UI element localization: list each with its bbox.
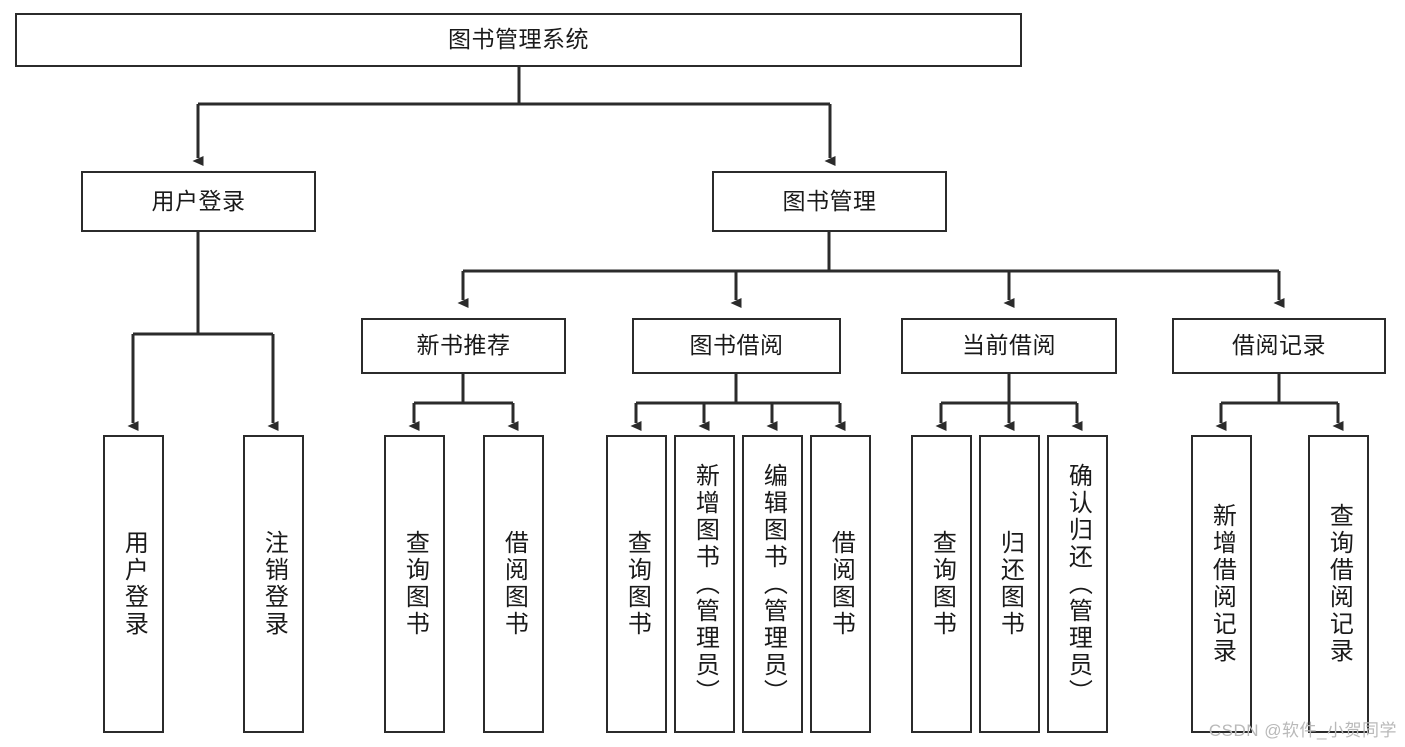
- node-leaf-query-book-1-label: 查询图书: [401, 530, 429, 638]
- node-leaf-query-book-3[interactable]: 查询图书: [911, 435, 972, 733]
- node-leaf-logout[interactable]: 注销登录: [243, 435, 304, 733]
- node-leaf-edit-book-label: 编辑图书（管理员）: [759, 462, 787, 706]
- node-leaf-query-record-label: 查询借阅记录: [1325, 503, 1353, 665]
- node-leaf-query-record[interactable]: 查询借阅记录: [1308, 435, 1369, 733]
- node-root[interactable]: 图书管理系统: [15, 13, 1022, 67]
- node-leaf-add-record-label: 新增借阅记录: [1208, 503, 1236, 665]
- watermark: CSDN @软件_小贺同学: [1208, 721, 1397, 740]
- node-leaf-borrow-book-1[interactable]: 借阅图书: [483, 435, 544, 733]
- node-user-login[interactable]: 用户登录: [81, 171, 316, 232]
- node-root-label: 图书管理系统: [448, 26, 589, 53]
- node-book-borrow-label: 图书借阅: [689, 332, 784, 359]
- node-book-borrow[interactable]: 图书借阅: [632, 318, 841, 374]
- node-leaf-borrow-book-1-label: 借阅图书: [500, 530, 528, 638]
- node-current-borrow-label: 当前借阅: [962, 332, 1056, 359]
- node-new-book-recommend[interactable]: 新书推荐: [361, 318, 566, 374]
- node-leaf-borrow-book-2[interactable]: 借阅图书: [810, 435, 871, 733]
- node-leaf-query-book-2[interactable]: 查询图书: [606, 435, 667, 733]
- node-leaf-query-book-2-label: 查询图书: [623, 530, 651, 638]
- node-leaf-user-login-label: 用户登录: [120, 530, 148, 638]
- node-leaf-logout-label: 注销登录: [260, 530, 288, 638]
- node-leaf-confirm-return-label: 确认归还（管理员）: [1064, 462, 1092, 706]
- node-leaf-user-login[interactable]: 用户登录: [103, 435, 164, 733]
- node-leaf-add-record[interactable]: 新增借阅记录: [1191, 435, 1252, 733]
- node-leaf-add-book[interactable]: 新增图书（管理员）: [674, 435, 735, 733]
- node-borrow-record-label: 借阅记录: [1232, 332, 1326, 359]
- node-book-manage[interactable]: 图书管理: [712, 171, 947, 232]
- node-leaf-add-book-label: 新增图书（管理员）: [691, 462, 719, 706]
- node-book-manage-label: 图书管理: [782, 187, 877, 214]
- node-leaf-borrow-book-2-label: 借阅图书: [827, 530, 855, 638]
- node-current-borrow[interactable]: 当前借阅: [901, 318, 1117, 374]
- node-new-book-recommend-label: 新书推荐: [416, 332, 511, 359]
- node-user-login-label: 用户登录: [151, 187, 246, 214]
- node-leaf-query-book-3-label: 查询图书: [928, 530, 956, 638]
- node-borrow-record[interactable]: 借阅记录: [1172, 318, 1386, 374]
- node-leaf-edit-book[interactable]: 编辑图书（管理员）: [742, 435, 803, 733]
- node-leaf-confirm-return[interactable]: 确认归还（管理员）: [1047, 435, 1108, 733]
- node-leaf-return-book-label: 归还图书: [996, 530, 1024, 638]
- node-leaf-return-book[interactable]: 归还图书: [979, 435, 1040, 733]
- node-leaf-query-book-1[interactable]: 查询图书: [384, 435, 445, 733]
